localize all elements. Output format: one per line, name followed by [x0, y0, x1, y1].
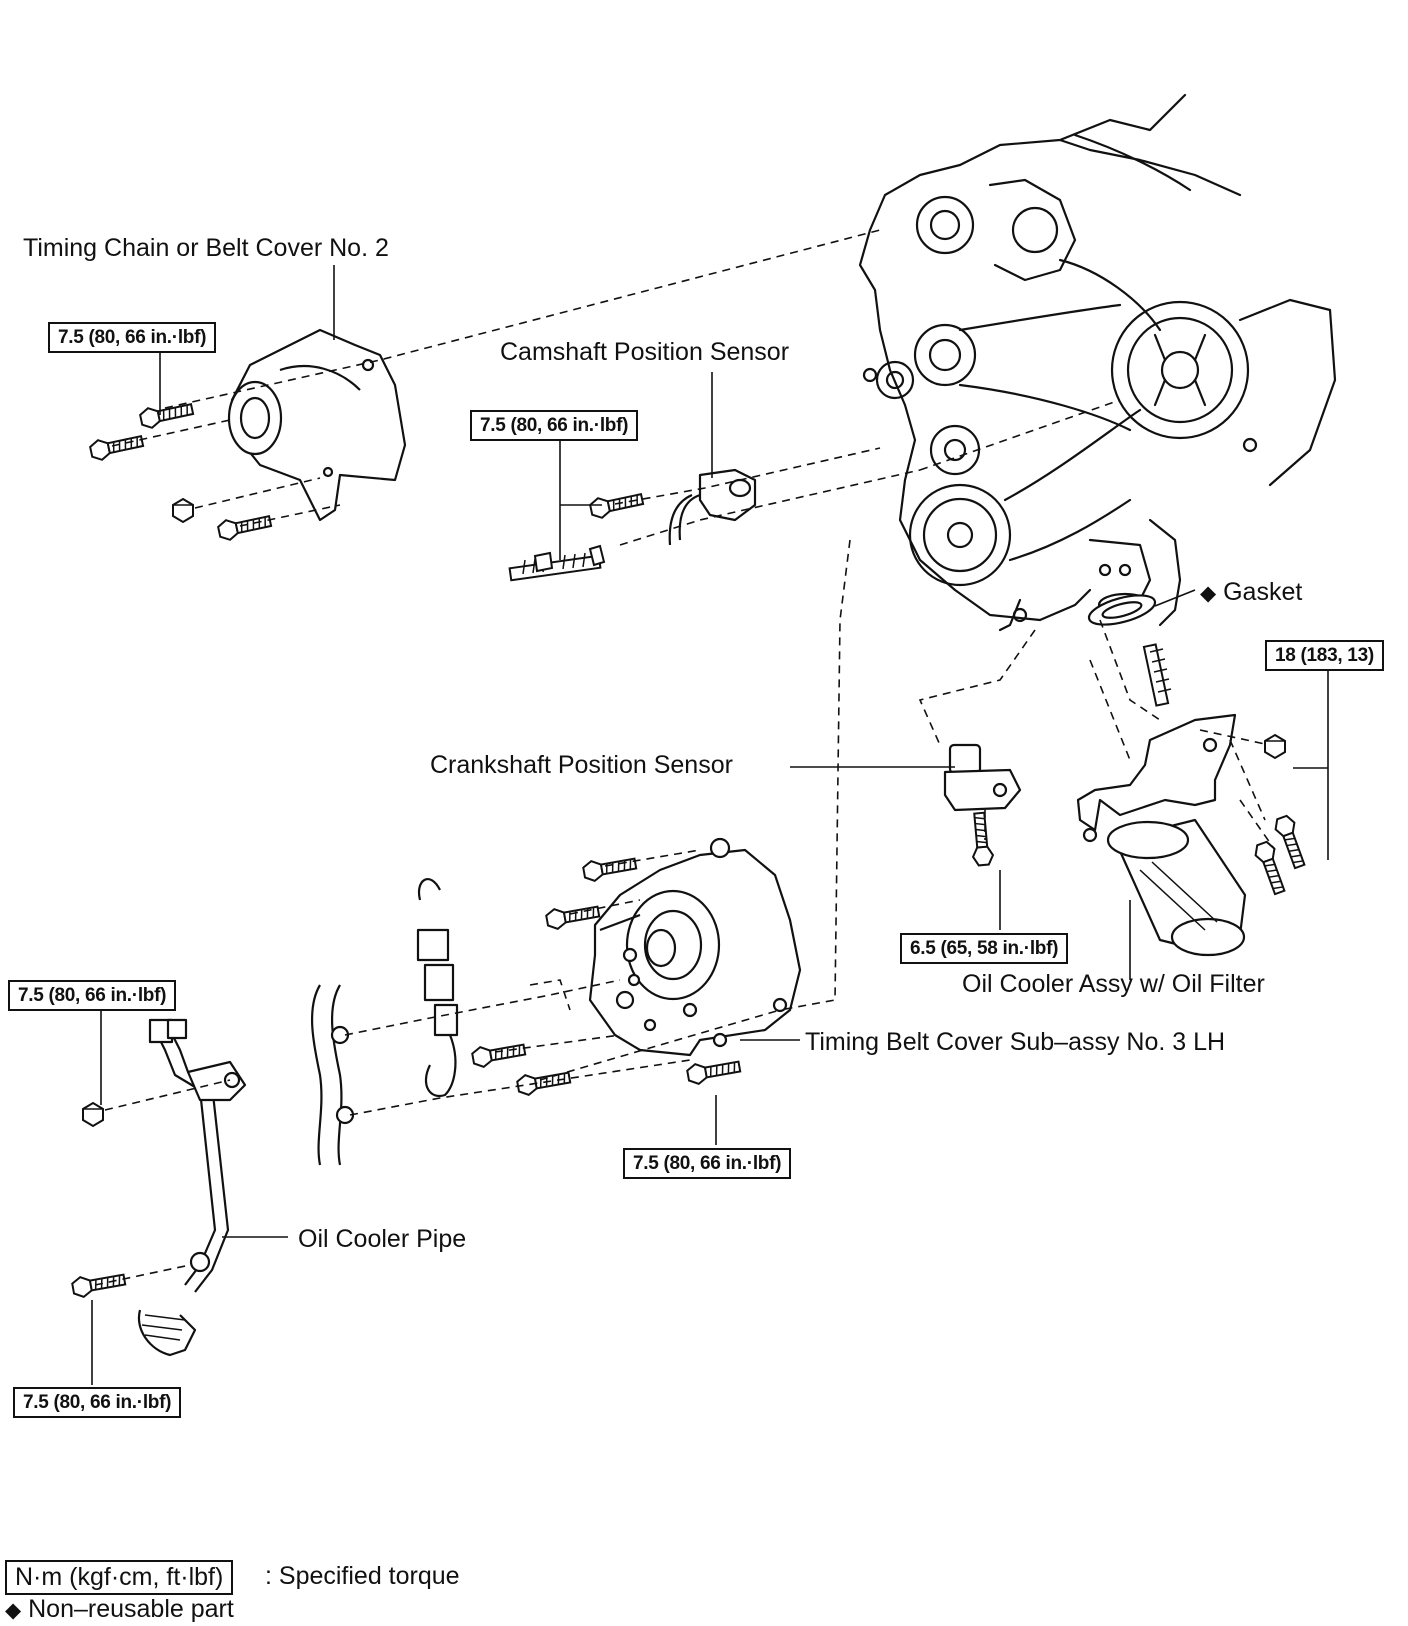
wire-harness [310, 878, 459, 1166]
nonreusable-legend-icon: ◆ [5, 1599, 22, 1622]
timing-cover-no3-part [588, 837, 802, 1057]
timing-cover-no2 [227, 328, 407, 522]
oil-cooler-stud [1142, 643, 1172, 707]
torque-pipe-nut: 7.5 (80, 66 in.·lbf) [8, 980, 177, 1011]
torque-pipe-bolt: 7.5 (80, 66 in.·lbf) [13, 1387, 182, 1418]
legend-torque-unit: N·m (kgf·cm, ft·lbf) [5, 1560, 234, 1595]
oil-cooler-assy-part [1076, 713, 1247, 957]
gasket-text: Gasket [1223, 578, 1303, 606]
oil-cooler-pipe-part [137, 1018, 247, 1357]
torque-oil-cooler-bolts: 18 (183, 13) [1265, 640, 1384, 671]
legend-torque-desc: : Specified torque [265, 1562, 460, 1590]
nonreusable-legend-text: Non–reusable part [28, 1595, 234, 1623]
legend-nonreusable: ◆ Non–reusable part [5, 1597, 234, 1622]
label-timing-cover-3: Timing Belt Cover Sub–assy No. 3 LH [805, 1028, 1226, 1056]
nonreusable-mark-icon: ◆ [1200, 582, 1217, 605]
torque-cover3-bolt: 7.5 (80, 66 in.·lbf) [623, 1148, 792, 1179]
label-timing-cover-2: Timing Chain or Belt Cover No. 2 [23, 234, 389, 262]
camshaft-sensor-part [668, 468, 757, 546]
torque-cover2-bolts: 7.5 (80, 66 in.·lbf) [48, 322, 217, 353]
engine-block [858, 93, 1337, 632]
label-oil-cooler-pipe: Oil Cooler Pipe [298, 1225, 467, 1253]
alignment-lines [94, 229, 1276, 1286]
label-oil-cooler-assy: Oil Cooler Assy w/ Oil Filter [962, 970, 1265, 998]
label-camshaft-sensor: Camshaft Position Sensor [500, 338, 790, 366]
crankshaft-sensor-part [943, 743, 1022, 812]
torque-cam-sensor-bolts: 7.5 (80, 66 in.·lbf) [470, 410, 639, 441]
gasket-part [1087, 594, 1157, 626]
torque-crank-sensor-bolt: 6.5 (65, 58 in.·lbf) [900, 933, 1069, 964]
label-crankshaft-sensor: Crankshaft Position Sensor [430, 751, 733, 779]
leader-lines [91, 265, 1329, 1385]
label-gasket: ◆ Gasket [1200, 580, 1302, 605]
stud-bolt [508, 544, 606, 582]
